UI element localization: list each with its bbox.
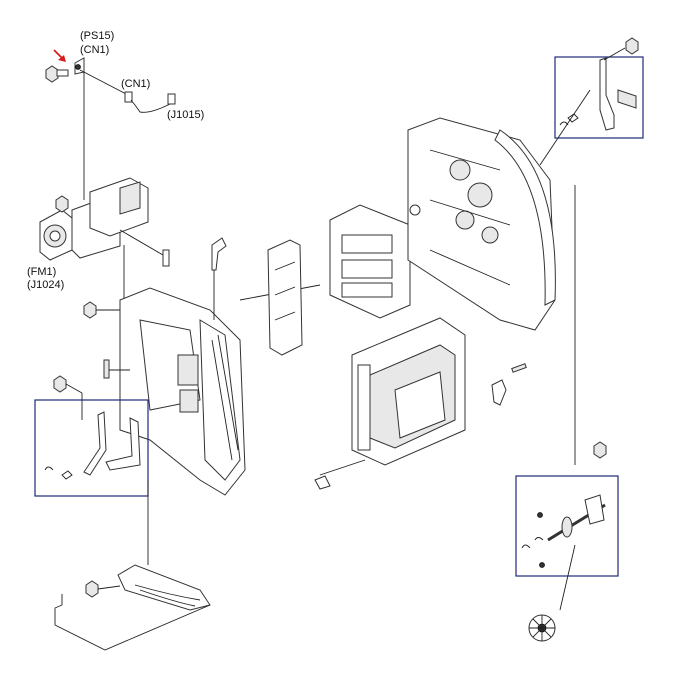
label-ps15: (PS15) <box>80 30 114 42</box>
fan-fm1-part <box>39 177 149 261</box>
screw-part <box>53 375 67 393</box>
pointer-arrow-icon <box>53 49 66 62</box>
lever-part <box>211 237 227 271</box>
connector-cn1 <box>124 91 133 103</box>
bracket-part <box>491 379 507 406</box>
transfer-unit-part <box>351 317 466 466</box>
screw-part <box>593 441 607 459</box>
top-right-bracket-part <box>559 57 637 131</box>
callout-box-left <box>34 399 149 497</box>
label-cn1-cable: (CN1) <box>121 78 150 90</box>
cable-harness <box>130 99 171 113</box>
spring-part <box>103 359 110 379</box>
screw-part <box>55 195 69 213</box>
label-fm1: (FM1) <box>27 266 56 278</box>
connector-j1015 <box>167 93 176 105</box>
screw-part <box>625 37 639 55</box>
label-cn1-top: (CN1) <box>80 44 109 56</box>
clip-part <box>314 475 331 490</box>
callout-box-top-right <box>554 56 644 139</box>
pin-part <box>511 363 527 373</box>
screw-part <box>85 580 99 598</box>
middle-gear-plate-part <box>267 239 303 356</box>
cable-line <box>79 69 129 96</box>
label-j1015: (J1015) <box>167 109 204 121</box>
label-j1024: (J1024) <box>27 279 64 291</box>
bottom-guide-part <box>117 564 211 611</box>
gear-wheel-part <box>528 614 556 642</box>
right-side-frame-part <box>407 117 556 331</box>
duct-part <box>329 204 411 319</box>
gear-shaft-part <box>521 494 606 568</box>
left-bracket-part <box>44 411 141 480</box>
screw-part <box>45 65 69 83</box>
screw-part <box>83 301 97 319</box>
spacer-part <box>162 249 170 267</box>
bottom-plate-outline <box>54 594 211 651</box>
left-side-frame-part <box>119 287 246 496</box>
callout-box-bottom-right <box>515 475 619 577</box>
